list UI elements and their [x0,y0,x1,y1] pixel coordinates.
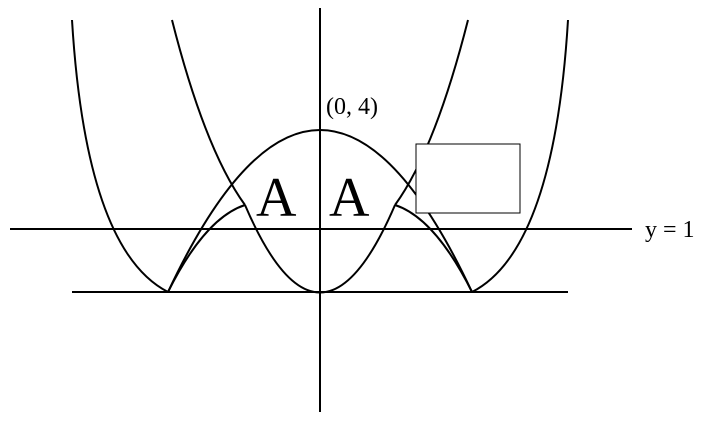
outer-left-curve [71,19,169,293]
inner-right-curve [394,204,473,293]
vertex-label: (0, 4) [326,94,378,120]
region-label-right: A [329,167,370,229]
inner-left-curve [167,204,246,293]
inner-left-upper-curve [171,19,246,206]
line-label-y1: y = 1 [645,217,695,243]
blank-box [415,143,521,214]
region-label-left: A [256,167,297,229]
inner-right-upper-curve [394,19,469,206]
outer-right-curve [471,19,569,293]
